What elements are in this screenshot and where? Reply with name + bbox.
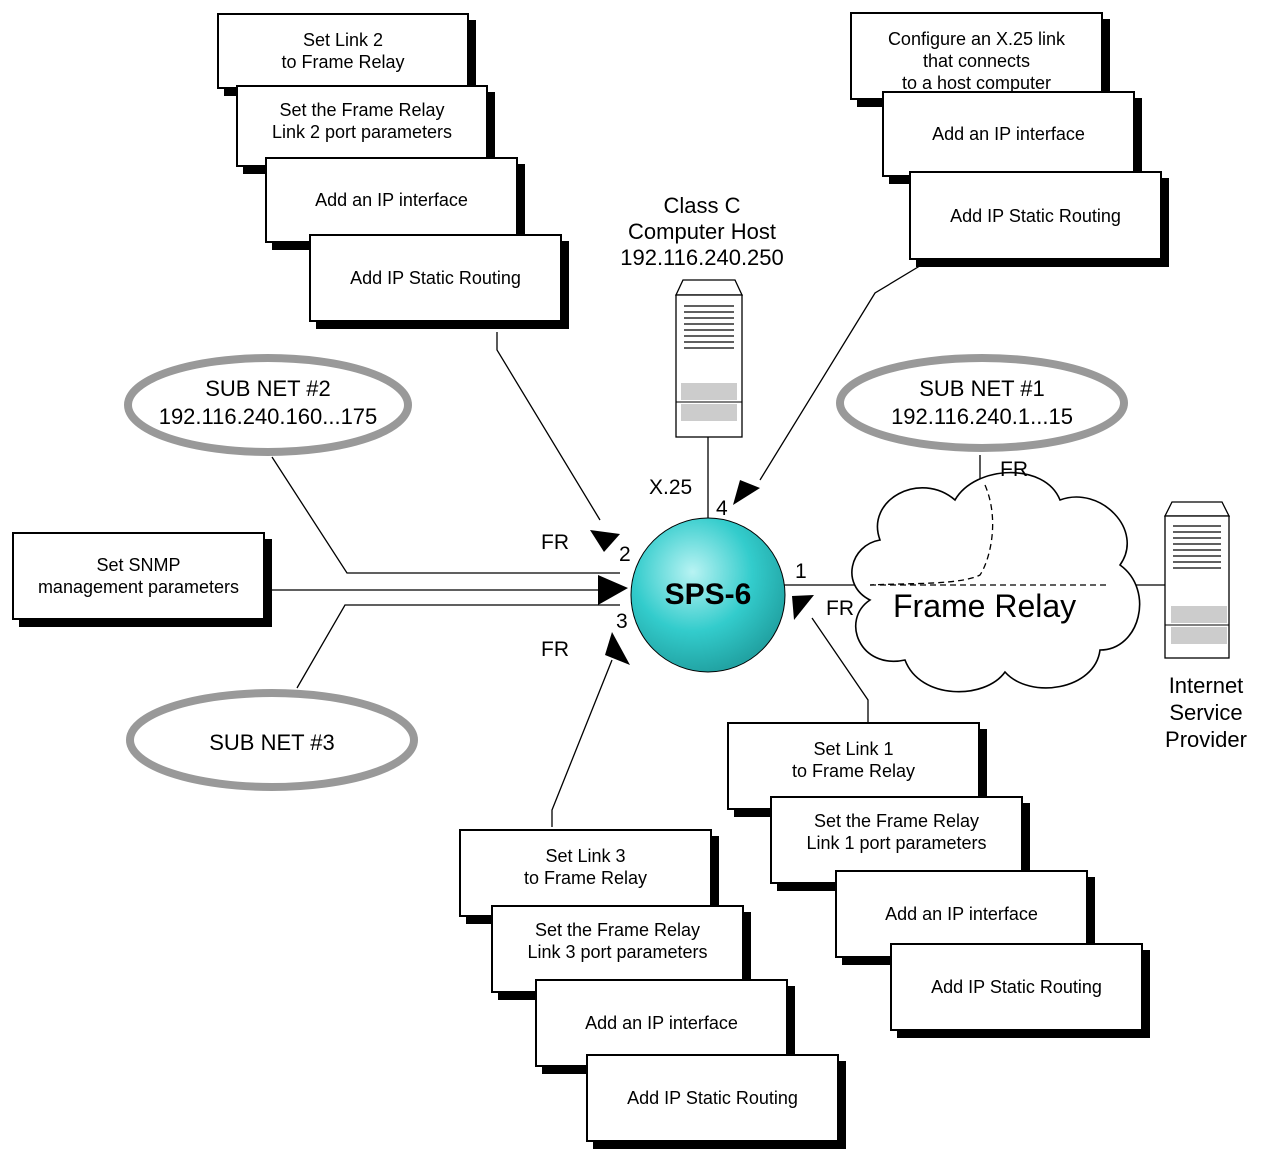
x25-label: X.25 xyxy=(649,476,693,499)
isp-label: Internet Service Provider xyxy=(1165,673,1247,752)
subnet2-label: SUB NET #2 192.116.240.160...175 xyxy=(158,376,378,429)
x25-step-static-routing[interactable]: Add IP Static Routing xyxy=(909,171,1162,260)
link3-step-port-params[interactable]: Set the Frame Relay Link 3 port paramete… xyxy=(491,905,744,993)
sps6-hub-circle xyxy=(630,517,786,673)
link2-step-port-params[interactable]: Set the Frame Relay Link 2 port paramete… xyxy=(236,85,488,167)
link1-connector xyxy=(811,617,869,722)
subnet3-label: SUB NET #3 xyxy=(209,730,335,755)
subnet1-oval xyxy=(836,354,1128,452)
link1-step-set-link[interactable]: Set Link 1 to Frame Relay xyxy=(727,722,980,810)
fr-port1-label: FR xyxy=(826,597,854,620)
fr-port3-label: FR xyxy=(541,638,569,661)
subnet3-oval xyxy=(126,689,418,791)
link2-step-ip-interface[interactable]: Add an IP interface xyxy=(265,157,518,243)
link2-step-static-routing[interactable]: Add IP Static Routing xyxy=(309,234,562,322)
x25-step-configure-link[interactable]: Configure an X.25 link that connects to … xyxy=(850,12,1103,100)
frame-relay-cloud xyxy=(851,471,1141,693)
subnet2-oval xyxy=(124,354,412,456)
arrow-x25 xyxy=(733,480,760,505)
x25-step-ip-interface[interactable]: Add an IP interface xyxy=(882,91,1135,177)
host-server-icon xyxy=(674,279,744,438)
frame-relay-label: Frame Relay xyxy=(893,588,1077,624)
isp-server-icon xyxy=(1163,501,1231,659)
port4-label: 4 xyxy=(716,497,728,520)
arrow-port1 xyxy=(792,595,814,620)
arrow-port3 xyxy=(605,632,630,665)
port1-label: 1 xyxy=(795,560,807,583)
link2-connector xyxy=(496,332,601,521)
link2-step-set-link[interactable]: Set Link 2 to Frame Relay xyxy=(217,13,469,89)
port2-label: 2 xyxy=(619,543,631,566)
link3-step-static-routing[interactable]: Add IP Static Routing xyxy=(586,1054,839,1142)
port3-label: 3 xyxy=(616,610,628,633)
subnet1-label: SUB NET #1 192.116.240.1...15 xyxy=(891,376,1073,429)
link1-step-static-routing[interactable]: Add IP Static Routing xyxy=(890,943,1143,1031)
fr-subnet1-label: FR xyxy=(1000,458,1028,481)
arrow-link2 xyxy=(590,530,620,552)
host-label: Class C Computer Host 192.116.240.250 xyxy=(620,193,784,270)
sps6-hub-label: SPS-6 xyxy=(664,578,752,611)
subnet2-connector xyxy=(271,456,620,574)
subnet3-connector xyxy=(296,604,620,689)
arrow-subnet2 xyxy=(598,575,628,605)
link1-step-port-params[interactable]: Set the Frame Relay Link 1 port paramete… xyxy=(770,796,1023,884)
fr-port2-label: FR xyxy=(541,531,569,554)
link3-connector xyxy=(551,659,613,827)
link3-step-set-link[interactable]: Set Link 3 to Frame Relay xyxy=(459,829,712,917)
arrowheads xyxy=(590,480,814,665)
snmp-step-parameters[interactable]: Set SNMP management parameters xyxy=(12,532,265,620)
subnet-ovals xyxy=(124,354,1128,791)
x25-config-connector xyxy=(759,257,934,481)
